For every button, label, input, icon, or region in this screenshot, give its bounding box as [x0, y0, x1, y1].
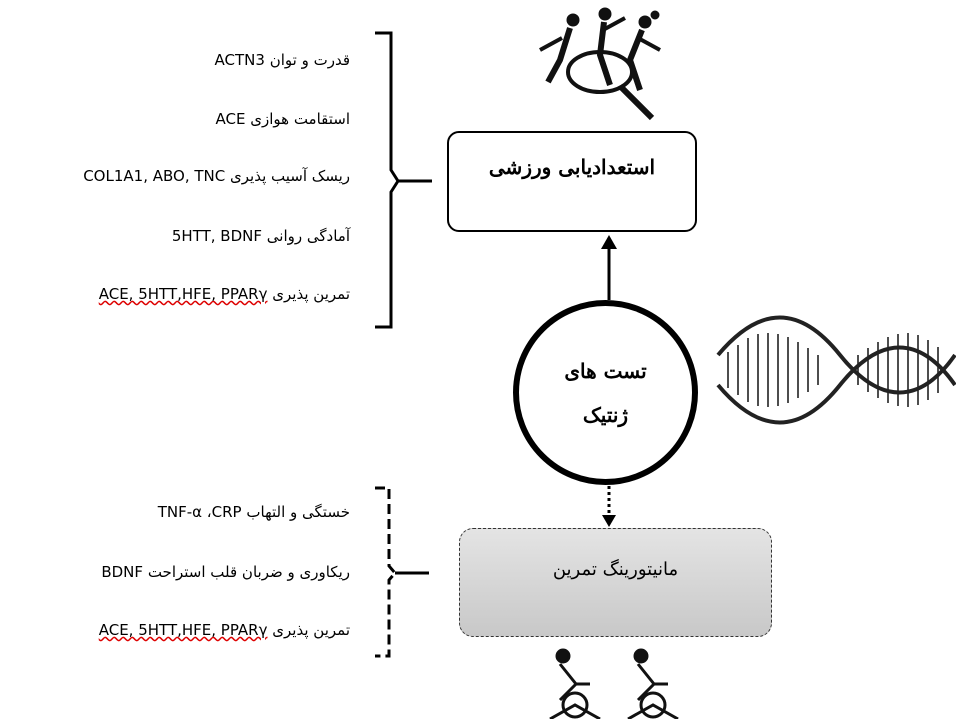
bottom-label-recovery: ریکاوری و ضربان قلب استراحت BDNF [101, 563, 350, 581]
arrow-up-head [601, 235, 617, 249]
top-label-injury: ریسک آسیب پذیری COL1A1, ABO, TNC [83, 167, 350, 185]
athletes-silhouette-icon [539, 7, 661, 121]
top-label-strength: قدرت و توان ACTN3 [214, 51, 350, 69]
dna-helix-icon [716, 315, 956, 425]
circle-line-2: ژنتیک [582, 402, 629, 427]
top-label-mental: آمادگی روانی 5HTT, BDNF [171, 227, 350, 245]
talent-identification-box: استعدادیابی ورزشی [447, 131, 697, 232]
bottom-bracket [375, 486, 397, 658]
top-label-trainability: تمرین پذیری ACE, 5HTT,HFE, PPARγ [98, 285, 350, 303]
cyclist-icon [549, 648, 601, 719]
top-label-endurance: استقامت هوازی ACE [215, 110, 351, 128]
bottom-label-trainability: تمرین پذیری ACE, 5HTT,HFE, PPARγ [98, 621, 350, 639]
arrow-down-head [602, 515, 616, 527]
cyclist-icon [627, 648, 679, 719]
training-monitoring-box: مانیتورینگ تمرین [459, 528, 772, 637]
circle-line-1: تست های [564, 358, 647, 383]
bottom-label-fatigue: خستگی و التهاب TNF-α ،CRP [157, 503, 350, 521]
genetic-tests-circle: تست های ژنتیک [513, 300, 698, 485]
top-bracket [375, 31, 400, 329]
